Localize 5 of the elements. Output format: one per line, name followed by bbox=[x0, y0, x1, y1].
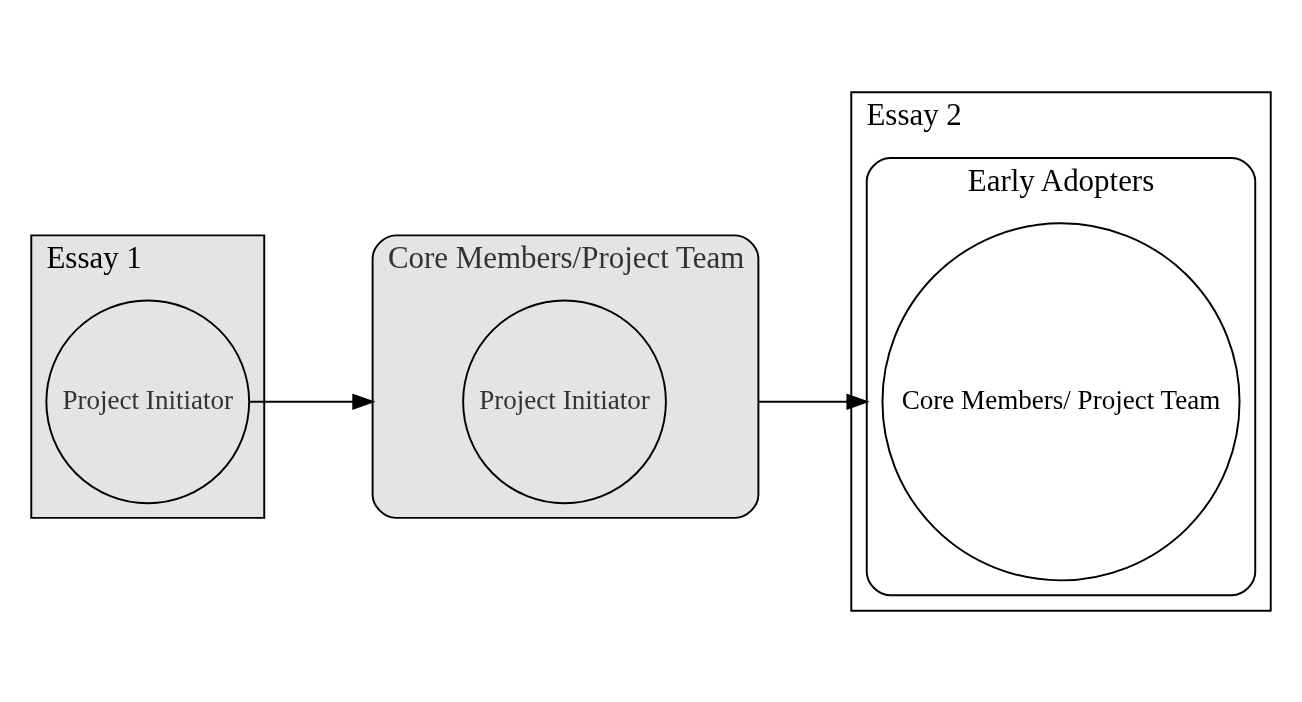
node-circle: Core Members/ Project Team bbox=[881, 221, 1241, 581]
node-circle: Project Initiator bbox=[462, 298, 667, 504]
node-circle: Project Initiator bbox=[45, 298, 251, 504]
arrow bbox=[248, 393, 376, 410]
arrow bbox=[757, 393, 870, 410]
